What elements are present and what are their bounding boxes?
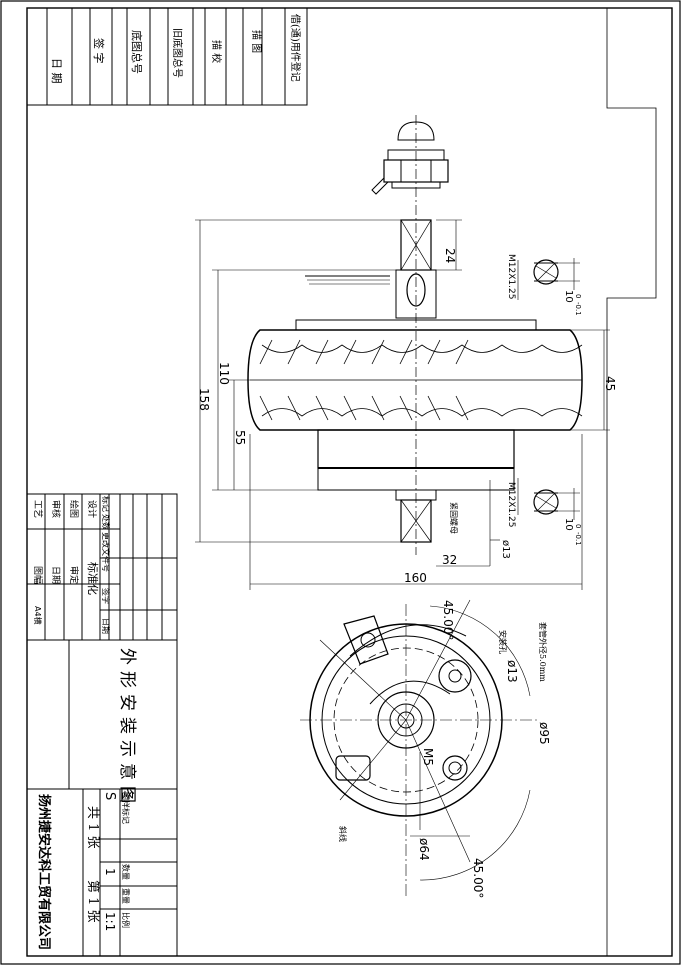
hdr-sample-mark: 图样标记 <box>121 792 131 824</box>
hdr-date: 日期 <box>101 618 110 634</box>
role-approve: 审定 <box>68 566 80 584</box>
sheet-size: A4横 <box>33 606 43 625</box>
hdr-count: 处数 <box>101 514 111 530</box>
shaft-section-bottom <box>533 489 559 515</box>
dim-64: ø64 <box>417 838 431 861</box>
stamp-cell-2: 描 校 <box>210 40 223 63</box>
motor-side-view <box>247 115 583 555</box>
flat-bottom-tol: -0.1 <box>574 532 582 546</box>
role-design: 设计 <box>86 500 98 518</box>
stamp-cell-3: 旧底图总号 <box>171 28 184 78</box>
hdr-sign: 签字 <box>101 588 111 604</box>
hdr-change-doc: 更改文件号 <box>101 532 111 572</box>
stamp-cell-0: 借(通)用件登记 <box>289 14 302 82</box>
right-frame-line <box>606 8 657 956</box>
hdr-scale: 比例 <box>121 912 131 928</box>
shaft-section-top <box>533 259 559 285</box>
thread-top: M12X1.25 <box>506 254 516 299</box>
company-name: 扬州捷安达科工贸有限公司 <box>36 794 52 950</box>
stamp-cell-1: 描 图 <box>250 30 263 53</box>
flat-top: 10 <box>563 290 574 303</box>
flat-bottom-up: 0 <box>574 524 582 528</box>
sheet-number: 第 1 张 <box>85 880 100 923</box>
stamp-cell-6: 日 期 <box>50 58 63 84</box>
stamp-cell-4: 底图总号 <box>130 30 144 74</box>
dim-32: 32 <box>442 553 457 567</box>
scale-value: 1:1 <box>103 912 117 931</box>
dim-95: ø95 <box>537 722 551 745</box>
dim-160: 160 <box>404 571 427 585</box>
bottom-view-text: 45.00° 45.00° ø95 ø64 ø13 M5 套管外径5.0mm 安… <box>338 600 551 898</box>
qty-value: 1 <box>103 868 117 876</box>
thread-m5: M5 <box>421 748 435 766</box>
dim-45: 45 <box>603 376 617 391</box>
angle-bottom: 45.00° <box>471 858 485 898</box>
dim-110: 110 <box>217 362 231 385</box>
hdr-qty: 数量 <box>121 864 131 880</box>
angle-top: 45.00° <box>441 600 455 640</box>
hdr-weight: 重量 <box>121 888 131 904</box>
dimension-text: 24 158 110 55 45 160 32 ø13 M12X1.25 M12… <box>197 248 617 585</box>
flat-top-tol: -0.1 <box>574 302 582 316</box>
role-review: 审核 <box>50 500 62 518</box>
sheet-total: 共 1 张 <box>85 806 100 849</box>
role-process: 工艺 <box>32 500 43 518</box>
hdr-mark: 标记 <box>101 496 111 512</box>
thread-bottom: M12X1.25 <box>506 482 516 527</box>
side-stamp-table: 借(通)用件登记 描 图 描 校 旧底图总号 底图总号 签 字 日 期 <box>26 7 308 106</box>
dim-24: 24 <box>443 248 457 263</box>
dim-13: ø13 <box>500 540 511 559</box>
role-date: 日期 <box>50 566 61 584</box>
role-draw: 绘图 <box>68 500 80 518</box>
note-wire: 套管外径5.0mm <box>538 622 548 682</box>
role-standard: 标准化 <box>86 562 100 595</box>
note-flat: 斜线 <box>338 826 348 842</box>
inner-border <box>26 7 673 957</box>
stamp-cell-5: 签 字 <box>92 38 106 64</box>
note-hole: 安装孔 <box>498 630 508 654</box>
role-sheet: 图幅 <box>32 566 44 584</box>
dim-13-hole: ø13 <box>505 660 519 683</box>
dim-158: 158 <box>197 388 211 411</box>
drawing-title: 外形安装示意图 <box>117 648 137 809</box>
sample-mark-value: S <box>102 792 117 800</box>
dimension-lines <box>195 219 610 590</box>
note-cable: 紧固螺母 <box>449 502 459 534</box>
dim-55: 55 <box>233 430 247 445</box>
flat-top-up: 0 <box>574 294 582 298</box>
motor-bottom-view <box>300 599 540 896</box>
flat-bottom: 10 <box>563 518 574 531</box>
title-block: 标记 处数 更改文件号 签字 日期 设计 绘图 审核 工艺 标准化 审定 日期 … <box>26 493 178 957</box>
